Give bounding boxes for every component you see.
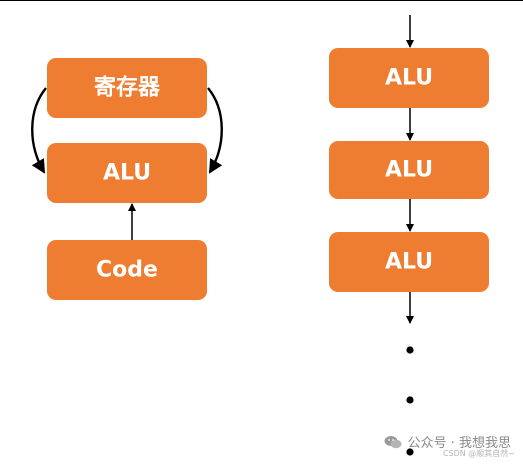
register-to-alu-right-arrow (207, 87, 223, 174)
register-box-label: 寄存器 (94, 75, 161, 101)
wechat-watermark-text: 公众号 · 我想我思 (407, 436, 511, 451)
continuation-dot-3 (406, 448, 414, 456)
alu-box-3 (329, 232, 489, 292)
alu-box-3-label: ALU (385, 250, 433, 275)
alu-box-left-label: ALU (103, 161, 151, 186)
code-box-label: Code (96, 258, 158, 283)
register-box (47, 58, 207, 118)
continuation-dot-2 (406, 396, 414, 404)
csdn-watermark: CSDN @顺其自然~ (442, 449, 515, 458)
top-border-line (0, 0, 523, 1)
continuation-dot-1 (406, 346, 414, 354)
alu-box-2-label: ALU (385, 158, 433, 183)
wechat-icon (384, 435, 402, 448)
alu-box-1-label: ALU (385, 66, 433, 91)
wechat-watermark: 公众号 · 我想我思 (384, 432, 511, 451)
alu-box-left (47, 143, 207, 203)
register-to-alu-left-arrow (31, 87, 47, 174)
code-box (47, 240, 207, 300)
alu-box-2 (329, 141, 489, 199)
alu-box-1 (329, 48, 489, 108)
